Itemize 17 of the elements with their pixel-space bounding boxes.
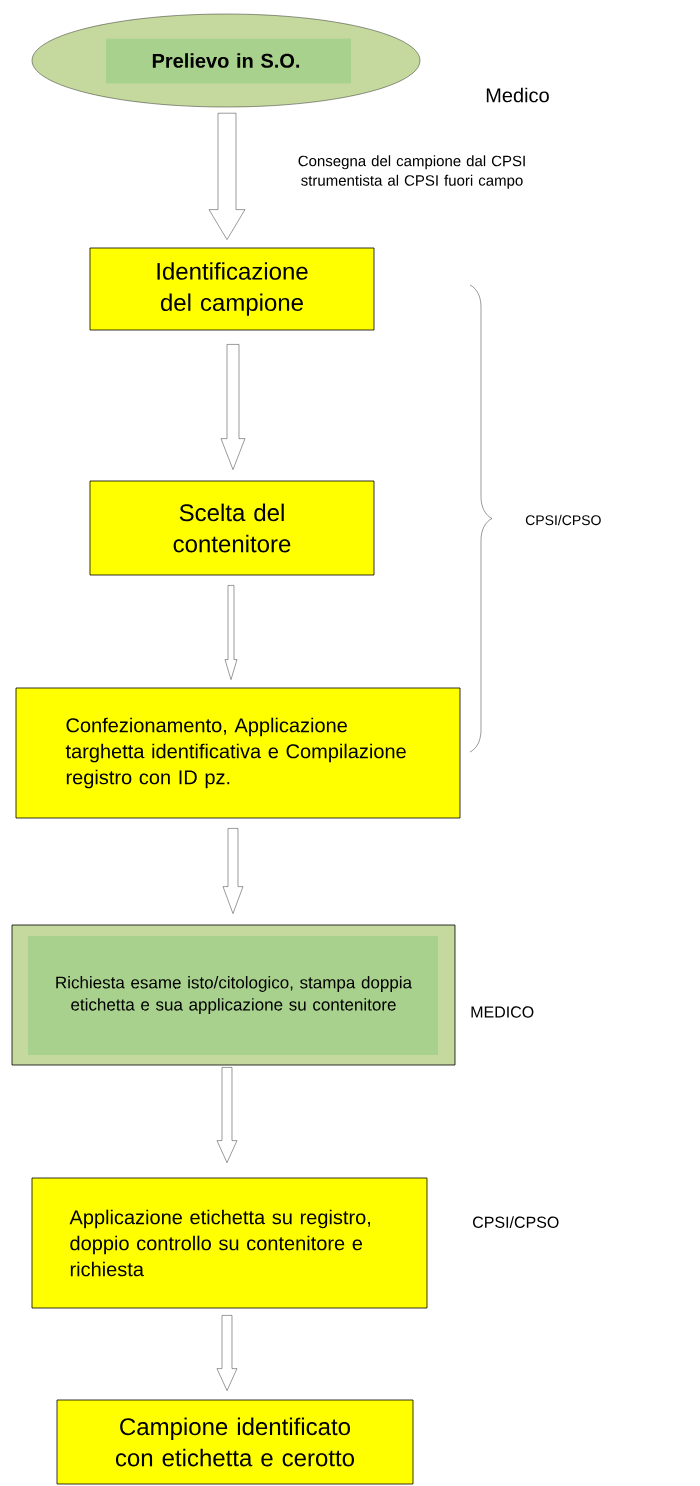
edge-label: Consegna del campione dal CPSI strumentista al CPSI fuori campo — [298, 155, 525, 189]
process-box: Richiesta esame isto/citologico, stampa doppia etichetta e sua applicazione su contenitore — [11, 924, 456, 1066]
process-box: Identificazione del campione — [89, 247, 375, 331]
block-arrow — [216, 1067, 238, 1163]
block-arrow — [220, 344, 246, 470]
role-label: CPSI/CPSO — [525, 514, 601, 526]
person-label: Medico — [486, 87, 549, 103]
process-box: Confezionamento, Applicazione targhetta identificativa e Compilazione registro con ID pz. — [15, 687, 461, 819]
process-box: Campione identificato con etichetta e cerotto — [56, 1399, 414, 1485]
process-box: Applicazione etichetta su registro, doppio controllo su contenitore e richiesta — [31, 1177, 428, 1309]
block-arrow — [224, 585, 238, 680]
block-arrow — [208, 113, 246, 240]
role-label: CPSI/CPSO — [473, 1216, 559, 1228]
process-box: Scelta del contenitore — [89, 480, 375, 576]
person-label: MEDICO — [471, 1006, 534, 1018]
block-arrow — [222, 828, 244, 914]
block-arrow — [216, 1315, 238, 1391]
